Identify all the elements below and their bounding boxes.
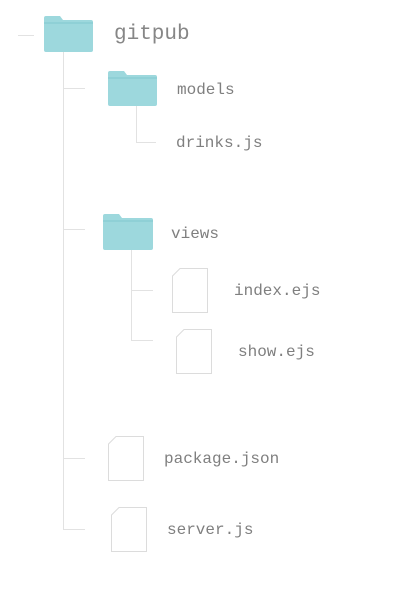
models-folder-label: models	[177, 81, 235, 99]
connector-views-branch	[63, 229, 85, 230]
connector-index-branch	[131, 290, 153, 291]
connector-server-branch	[63, 529, 85, 530]
connector-models-branch	[63, 88, 85, 89]
views-folder-label: views	[171, 225, 220, 243]
connector-package-branch	[63, 458, 85, 459]
root-folder-icon	[44, 16, 93, 52]
show-file-label: show.ejs	[238, 343, 315, 361]
connector-show-branch	[131, 340, 153, 341]
connector-root-stub	[18, 35, 34, 36]
package-file-icon	[108, 436, 144, 481]
connector-views-trunk	[131, 250, 132, 341]
connector-root-trunk	[63, 52, 64, 529]
drinks-file-label: drinks.js	[176, 134, 263, 152]
root-folder-label: gitpub	[114, 23, 190, 46]
index-file-icon	[172, 268, 208, 313]
index-file-label: index.ejs	[234, 282, 321, 300]
show-file-icon	[176, 329, 212, 374]
connector-drinks-branch	[136, 142, 156, 143]
models-folder-icon	[108, 71, 157, 106]
views-folder-icon	[103, 214, 153, 250]
connector-models-trunk	[136, 106, 137, 143]
package-file-label: package.json	[164, 450, 280, 468]
server-file-icon	[111, 507, 147, 552]
server-file-label: server.js	[167, 521, 254, 539]
